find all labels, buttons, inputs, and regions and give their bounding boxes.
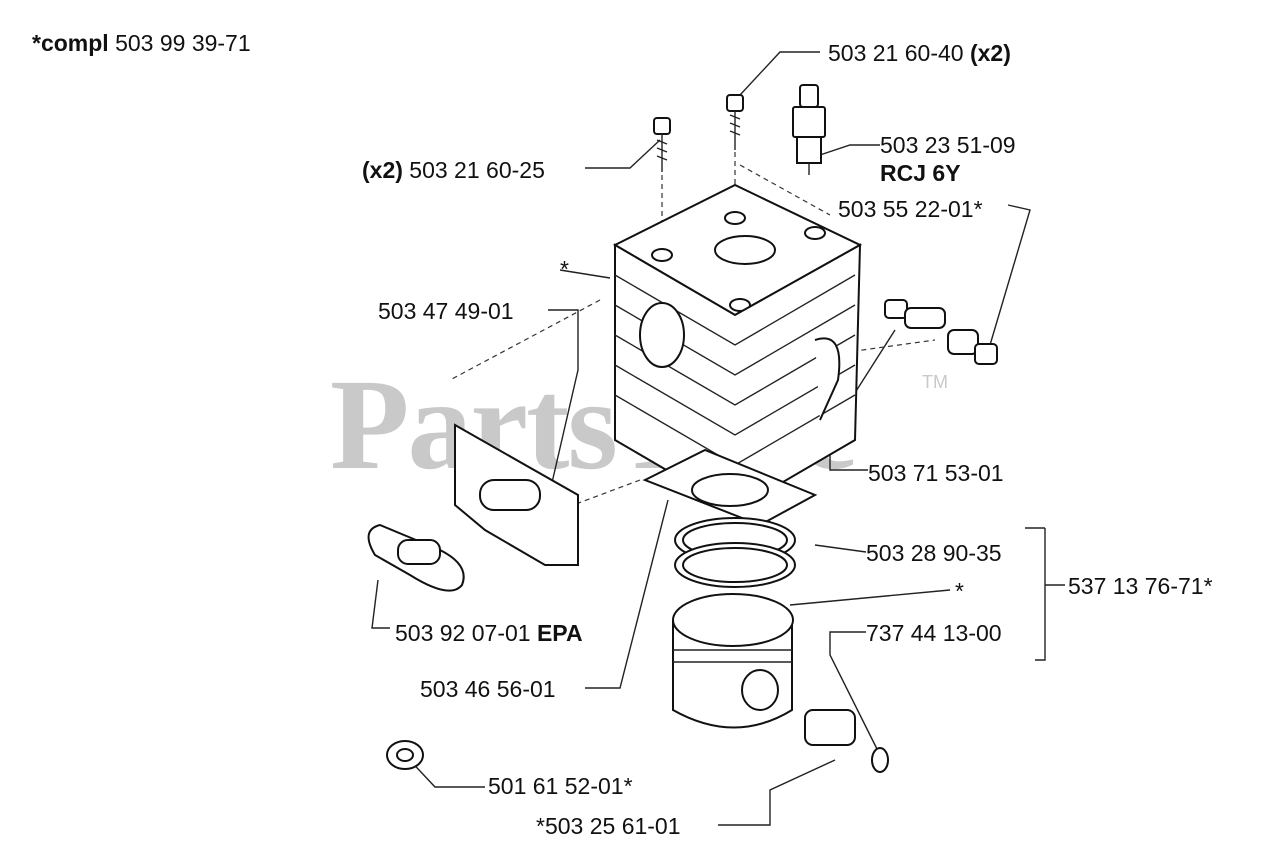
plug61-label: 501 61 52-01* — [488, 773, 633, 799]
compl-number: 503 99 39-71 — [115, 30, 251, 56]
piston — [672, 593, 794, 729]
screw-top-number: 503 21 60-40 — [828, 40, 964, 66]
compl-prefix: *compl — [32, 30, 109, 56]
needle-bearing — [804, 709, 856, 746]
screw-top-label: 503 21 60-40 (x2) — [828, 40, 1011, 66]
base-gasket-label: 503 46 56-01 — [420, 676, 556, 702]
spark-plug — [792, 84, 826, 175]
muffler-gasket-epa: EPA — [536, 620, 583, 646]
decompression-valve — [884, 299, 946, 329]
piston-rings — [674, 517, 796, 588]
screw-left-qty: (x2) — [362, 157, 403, 183]
kit-label: 537 13 76-71* — [1068, 573, 1213, 599]
compl-label: *compl 503 99 39-71 — [32, 30, 251, 56]
plug55-label: 503 55 22-01* — [838, 196, 983, 222]
screw-top-qty: (x2) — [969, 40, 1011, 66]
spark-plug-type-text: RCJ 6Y — [880, 160, 961, 186]
spark-plug-type: RCJ 6Y — [880, 160, 961, 186]
screw-left-number: 503 21 60-25 — [409, 157, 545, 183]
screw-top — [726, 94, 744, 150]
muffler-gasket-label: 503 92 07-01 EPA — [395, 620, 583, 646]
bearing-label: *503 25 61-01 — [536, 813, 681, 839]
circlip-label: 737 44 13-00 — [866, 620, 1002, 646]
valve-label: 503 71 53-01 — [868, 460, 1004, 486]
cylinder-gasket — [454, 423, 579, 566]
screw-left — [653, 117, 671, 172]
screw-left-label: (x2) 503 21 60-25 — [362, 157, 545, 183]
gasket-label: 503 47 49-01 — [378, 298, 514, 324]
circlip — [871, 747, 889, 773]
spark-plug-number: 503 23 51-09 — [880, 132, 1016, 158]
cylinder — [612, 183, 863, 512]
muffler-gasket — [367, 523, 465, 592]
base-gasket — [642, 448, 818, 527]
decompression-plug — [947, 329, 998, 365]
watermark-trademark: TM — [922, 372, 948, 392]
cylinder-star: * — [560, 256, 569, 282]
muffler-gasket-number: 503 92 07-01 — [395, 620, 531, 646]
plug-small — [386, 740, 424, 770]
piston-star: * — [955, 578, 964, 604]
rings-label: 503 28 90-35 — [866, 540, 1002, 566]
